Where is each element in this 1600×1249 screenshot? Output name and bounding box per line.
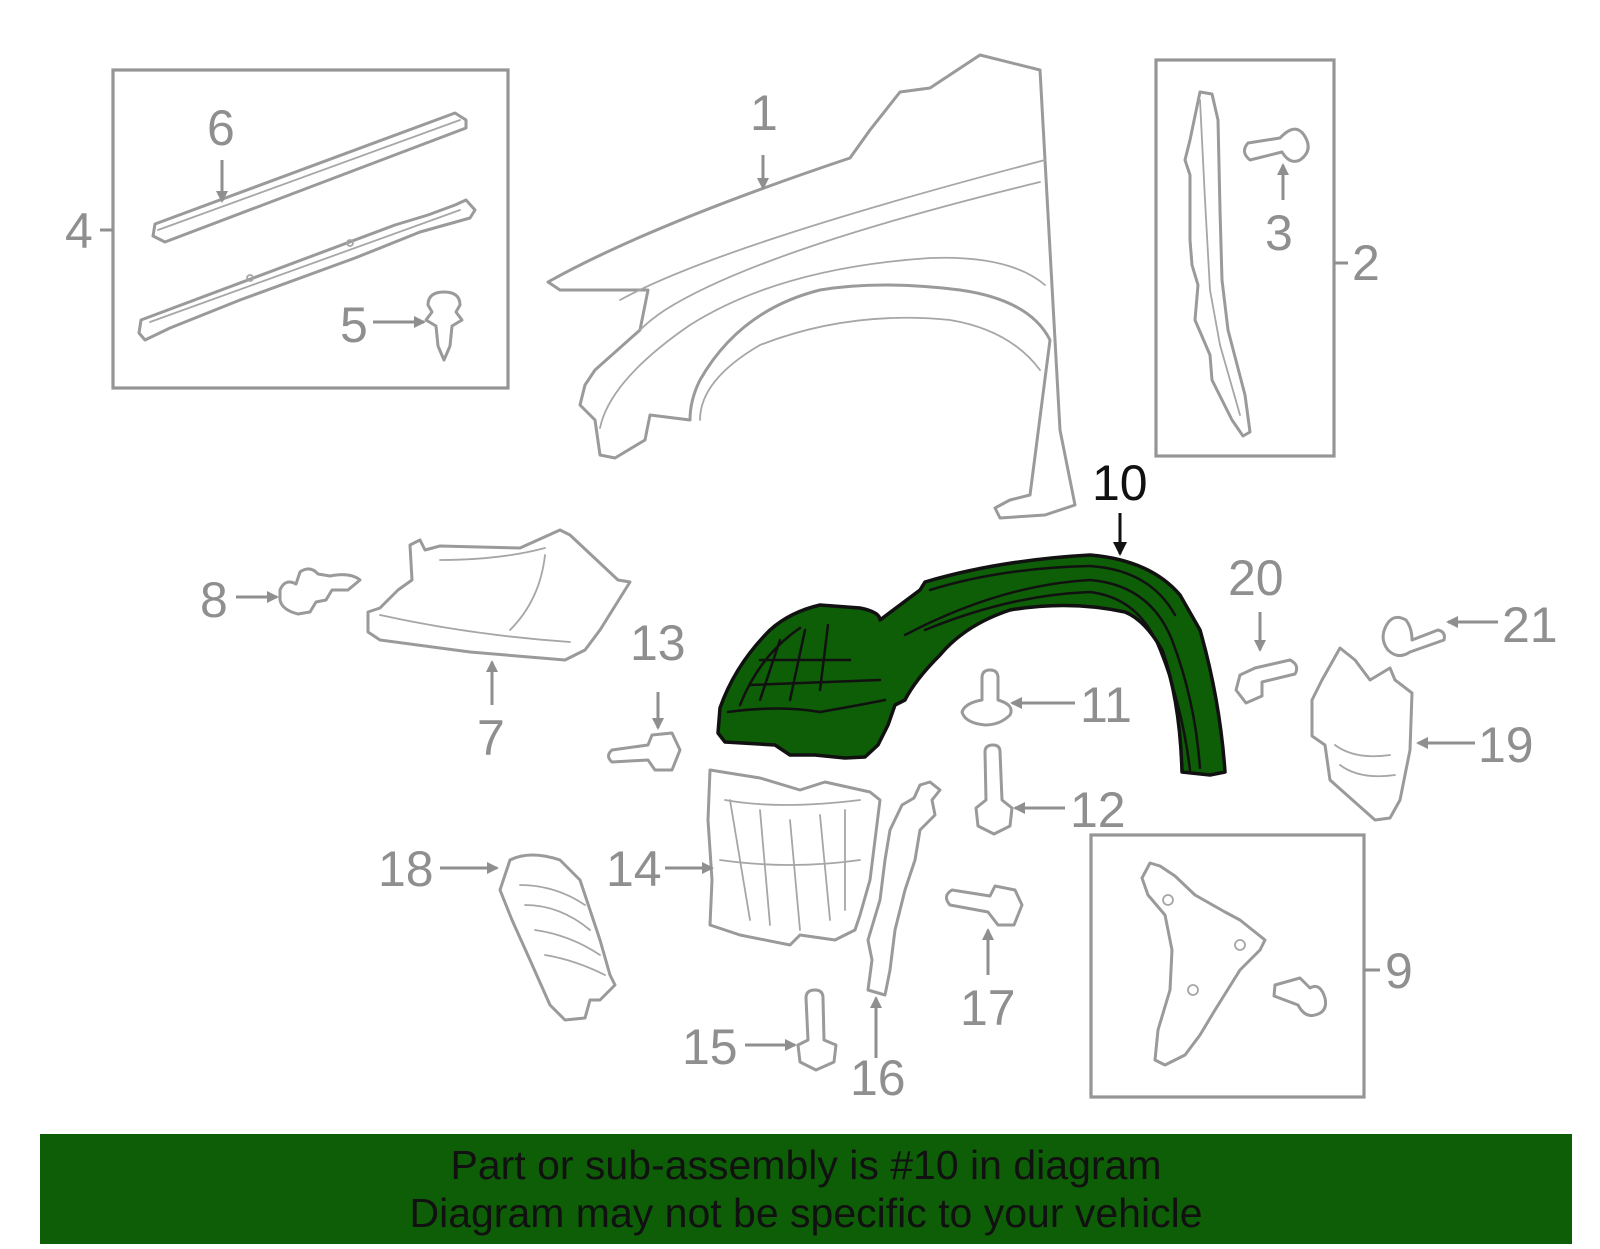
callout-13: 13 xyxy=(630,615,686,671)
callout-16: 16 xyxy=(850,1050,906,1106)
callout-19: 19 xyxy=(1478,717,1534,773)
part-17-bolt xyxy=(945,884,1024,927)
callout-9: 9 xyxy=(1385,943,1413,999)
callout-1: 1 xyxy=(750,85,778,141)
callout-14: 14 xyxy=(606,841,662,897)
leader-lines xyxy=(100,155,1498,1058)
part-12-bolt xyxy=(974,743,1014,836)
part-2-box xyxy=(1154,58,1336,458)
part-8-clip xyxy=(278,567,362,616)
callout-7: 7 xyxy=(477,710,505,766)
callout-20: 20 xyxy=(1228,550,1284,606)
banner-line-2: Diagram may not be specific to your vehi… xyxy=(409,1190,1203,1236)
part-19-mudflap xyxy=(1310,646,1414,822)
callout-11: 11 xyxy=(1080,677,1132,733)
part-21-bolt xyxy=(1381,615,1446,657)
part-16-strip xyxy=(866,780,942,997)
part-9-box xyxy=(1089,833,1366,1099)
part-4-box xyxy=(111,68,510,390)
part-14-splash-guard xyxy=(706,768,882,947)
banner-line-1: Part or sub-assembly is #10 in diagram xyxy=(450,1142,1162,1188)
part-1-fender xyxy=(546,53,1077,520)
part-15-bolt xyxy=(796,988,838,1072)
callout-17: 17 xyxy=(960,980,1016,1036)
callout-labels: 1 2 3 4 5 6 7 8 9 10 11 12 13 14 15 16 1… xyxy=(65,85,1558,1106)
callout-8: 8 xyxy=(200,572,228,628)
part-10-fender-liner xyxy=(716,553,1227,777)
callout-15: 15 xyxy=(682,1019,738,1075)
info-banner: Part or sub-assembly is #10 in diagram D… xyxy=(40,1134,1572,1244)
callout-2: 2 xyxy=(1352,235,1380,291)
callout-6: 6 xyxy=(207,100,235,156)
part-20-bolt xyxy=(1234,658,1299,705)
part-7-bracket xyxy=(366,528,632,662)
callout-3: 3 xyxy=(1265,205,1293,261)
callout-10: 10 xyxy=(1092,455,1148,511)
callout-5: 5 xyxy=(340,297,368,353)
part-11-nut xyxy=(960,668,1013,727)
part-18-shield xyxy=(498,853,617,1022)
callout-12: 12 xyxy=(1070,782,1126,838)
callout-21: 21 xyxy=(1502,597,1558,653)
callout-4: 4 xyxy=(65,203,93,259)
callout-18: 18 xyxy=(378,841,434,897)
part-13-bolt xyxy=(607,731,682,772)
